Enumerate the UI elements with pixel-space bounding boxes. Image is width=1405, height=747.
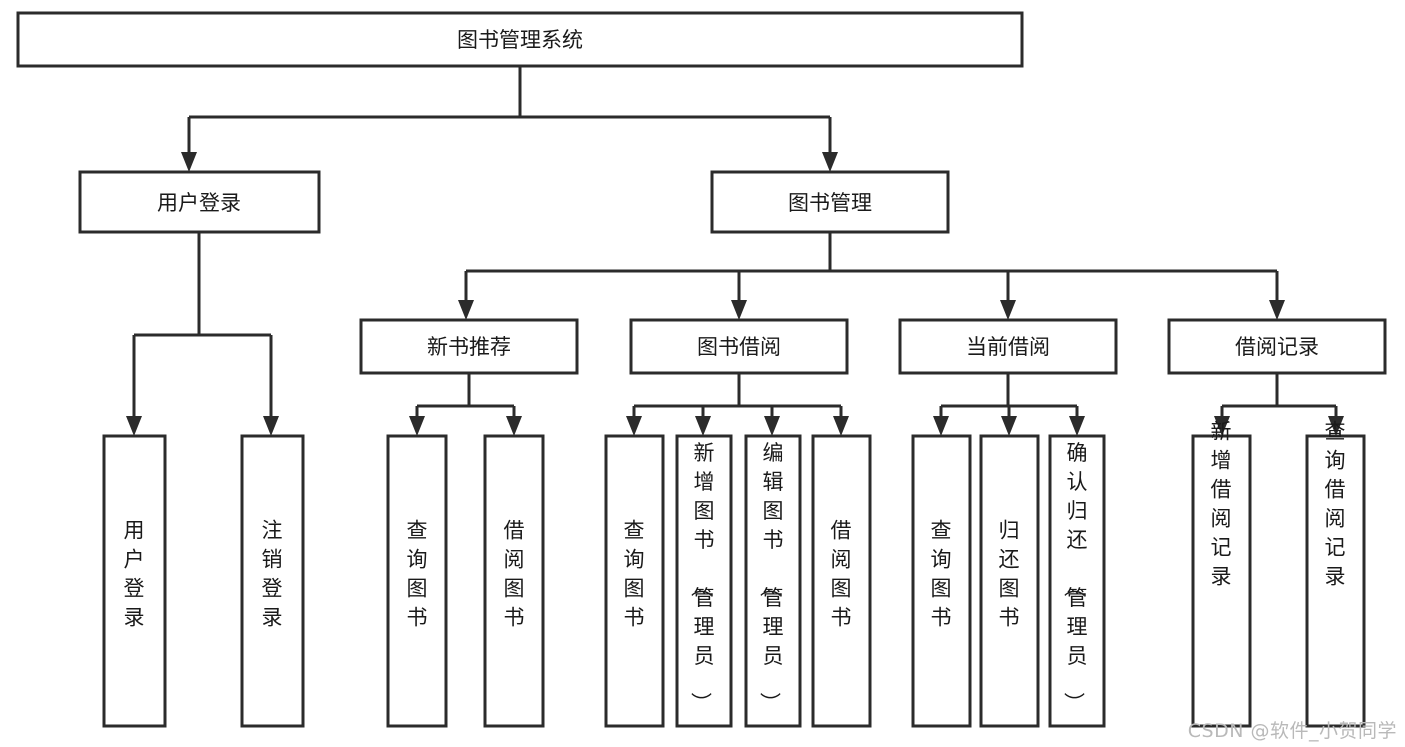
node-leaf-borrow-book-2-label: 借阅图书 — [831, 519, 852, 630]
node-leaf-return-book[interactable]: 归还图书 — [979, 434, 1040, 728]
node-leaf-return-book-box[interactable] — [979, 434, 1040, 728]
node-borrow-record-box[interactable] — [1167, 318, 1387, 375]
arrow-head-icon — [764, 416, 780, 436]
arrow-head-icon — [1328, 416, 1344, 436]
arrow-head-icon — [506, 416, 522, 436]
node-user-login-box[interactable] — [78, 170, 321, 234]
node-book-borrow-box[interactable] — [629, 318, 849, 375]
node-leaf-query-record[interactable]: 查询借阅记录 — [1305, 420, 1366, 728]
node-leaf-borrow-book-2-box[interactable] — [811, 434, 872, 728]
connector-layer — [126, 67, 1344, 436]
node-leaf-query-book-3-label: 查询图书 — [931, 519, 952, 630]
arrow-head-icon — [1214, 416, 1230, 436]
node-leaf-query-book-1-box[interactable] — [386, 434, 448, 728]
node-leaf-user-login-label: 用户登录 — [124, 519, 145, 630]
node-leaf-confirm-return-box[interactable] — [1048, 434, 1106, 728]
arrow-head-icon — [695, 416, 711, 436]
node-root-label: 图书管理系统 — [457, 28, 583, 52]
arrow-head-icon — [933, 416, 949, 436]
node-root-box[interactable] — [16, 11, 1024, 68]
node-leaf-confirm-return[interactable]: 确认归还（管理员） — [1048, 434, 1106, 728]
arrow-head-icon — [263, 416, 279, 436]
node-leaf-borrow-book-1-box[interactable] — [483, 434, 545, 728]
node-new-book-recommend-label: 新书推荐 — [427, 335, 511, 359]
node-leaf-user-logout[interactable]: 注销登录 — [240, 434, 305, 728]
node-new-book-recommend-box[interactable] — [359, 318, 579, 375]
arrow-head-icon — [409, 416, 425, 436]
node-leaf-user-logout-label: 注销登录 — [262, 519, 283, 630]
node-current-borrow-box[interactable] — [898, 318, 1118, 375]
node-leaf-edit-book-label: 编辑图书（管理员） — [758, 441, 784, 713]
node-leaf-add-book[interactable]: 新增图书（管理员） — [675, 434, 733, 728]
node-user-login-label: 用户登录 — [157, 191, 241, 215]
node-leaf-query-record-box[interactable] — [1305, 434, 1366, 728]
node-leaf-add-record[interactable]: 新增借阅记录 — [1191, 420, 1252, 728]
node-leaf-return-book-label: 归还图书 — [999, 519, 1020, 630]
arrow-head-icon — [1001, 416, 1017, 436]
node-leaf-borrow-book-2[interactable]: 借阅图书 — [811, 434, 872, 728]
node-leaf-query-book-2-box[interactable] — [604, 434, 665, 728]
arrow-head-icon — [731, 300, 747, 320]
node-new-book-recommend[interactable]: 新书推荐 — [359, 318, 579, 375]
node-leaf-edit-book-box[interactable] — [744, 434, 802, 728]
node-leaf-query-book-1-label: 查询图书 — [407, 519, 428, 630]
node-user-login[interactable]: 用户登录 — [78, 170, 321, 234]
node-leaf-borrow-book-1[interactable]: 借阅图书 — [483, 434, 545, 728]
node-book-manage-box[interactable] — [710, 170, 950, 234]
node-leaf-query-book-2-label: 查询图书 — [624, 519, 645, 630]
node-book-borrow-label: 图书借阅 — [697, 335, 781, 359]
node-current-borrow[interactable]: 当前借阅 — [898, 318, 1118, 375]
node-borrow-record-label: 借阅记录 — [1235, 335, 1319, 359]
arrow-head-icon — [1069, 416, 1085, 436]
node-leaf-borrow-book-1-label: 借阅图书 — [504, 519, 525, 630]
arrow-head-icon — [626, 416, 642, 436]
arrow-head-icon — [822, 152, 838, 172]
node-leaf-user-login[interactable]: 用户登录 — [102, 434, 167, 728]
arrow-head-icon — [1000, 300, 1016, 320]
node-book-manage-label: 图书管理 — [788, 191, 872, 215]
arrow-head-icon — [181, 152, 197, 172]
arrow-head-icon — [458, 300, 474, 320]
node-leaf-add-record-box[interactable] — [1191, 434, 1252, 728]
node-leaf-query-record-label: 查询借阅记录 — [1325, 420, 1346, 589]
node-leaf-query-book-3-box[interactable] — [911, 434, 972, 728]
node-leaf-query-book-1[interactable]: 查询图书 — [386, 434, 448, 728]
node-book-manage[interactable]: 图书管理 — [710, 170, 950, 234]
node-leaf-add-book-label: 新增图书（管理员） — [689, 441, 715, 713]
arrow-head-icon — [1269, 300, 1285, 320]
node-leaf-confirm-return-label: 确认归还（管理员） — [1062, 441, 1088, 713]
node-book-borrow[interactable]: 图书借阅 — [629, 318, 849, 375]
node-borrow-record[interactable]: 借阅记录 — [1167, 318, 1387, 375]
node-leaf-user-login-box[interactable] — [102, 434, 167, 728]
arrow-head-icon — [833, 416, 849, 436]
node-leaf-edit-book[interactable]: 编辑图书（管理员） — [744, 434, 802, 728]
node-leaf-query-book-2[interactable]: 查询图书 — [604, 434, 665, 728]
arrow-head-icon — [126, 416, 142, 436]
node-leaf-add-record-label: 新增借阅记录 — [1211, 420, 1232, 589]
node-leaf-add-book-box[interactable] — [675, 434, 733, 728]
node-current-borrow-label: 当前借阅 — [966, 335, 1050, 359]
node-leaf-query-book-3[interactable]: 查询图书 — [911, 434, 972, 728]
node-root[interactable]: 图书管理系统 — [16, 11, 1024, 68]
node-leaf-user-logout-box[interactable] — [240, 434, 305, 728]
